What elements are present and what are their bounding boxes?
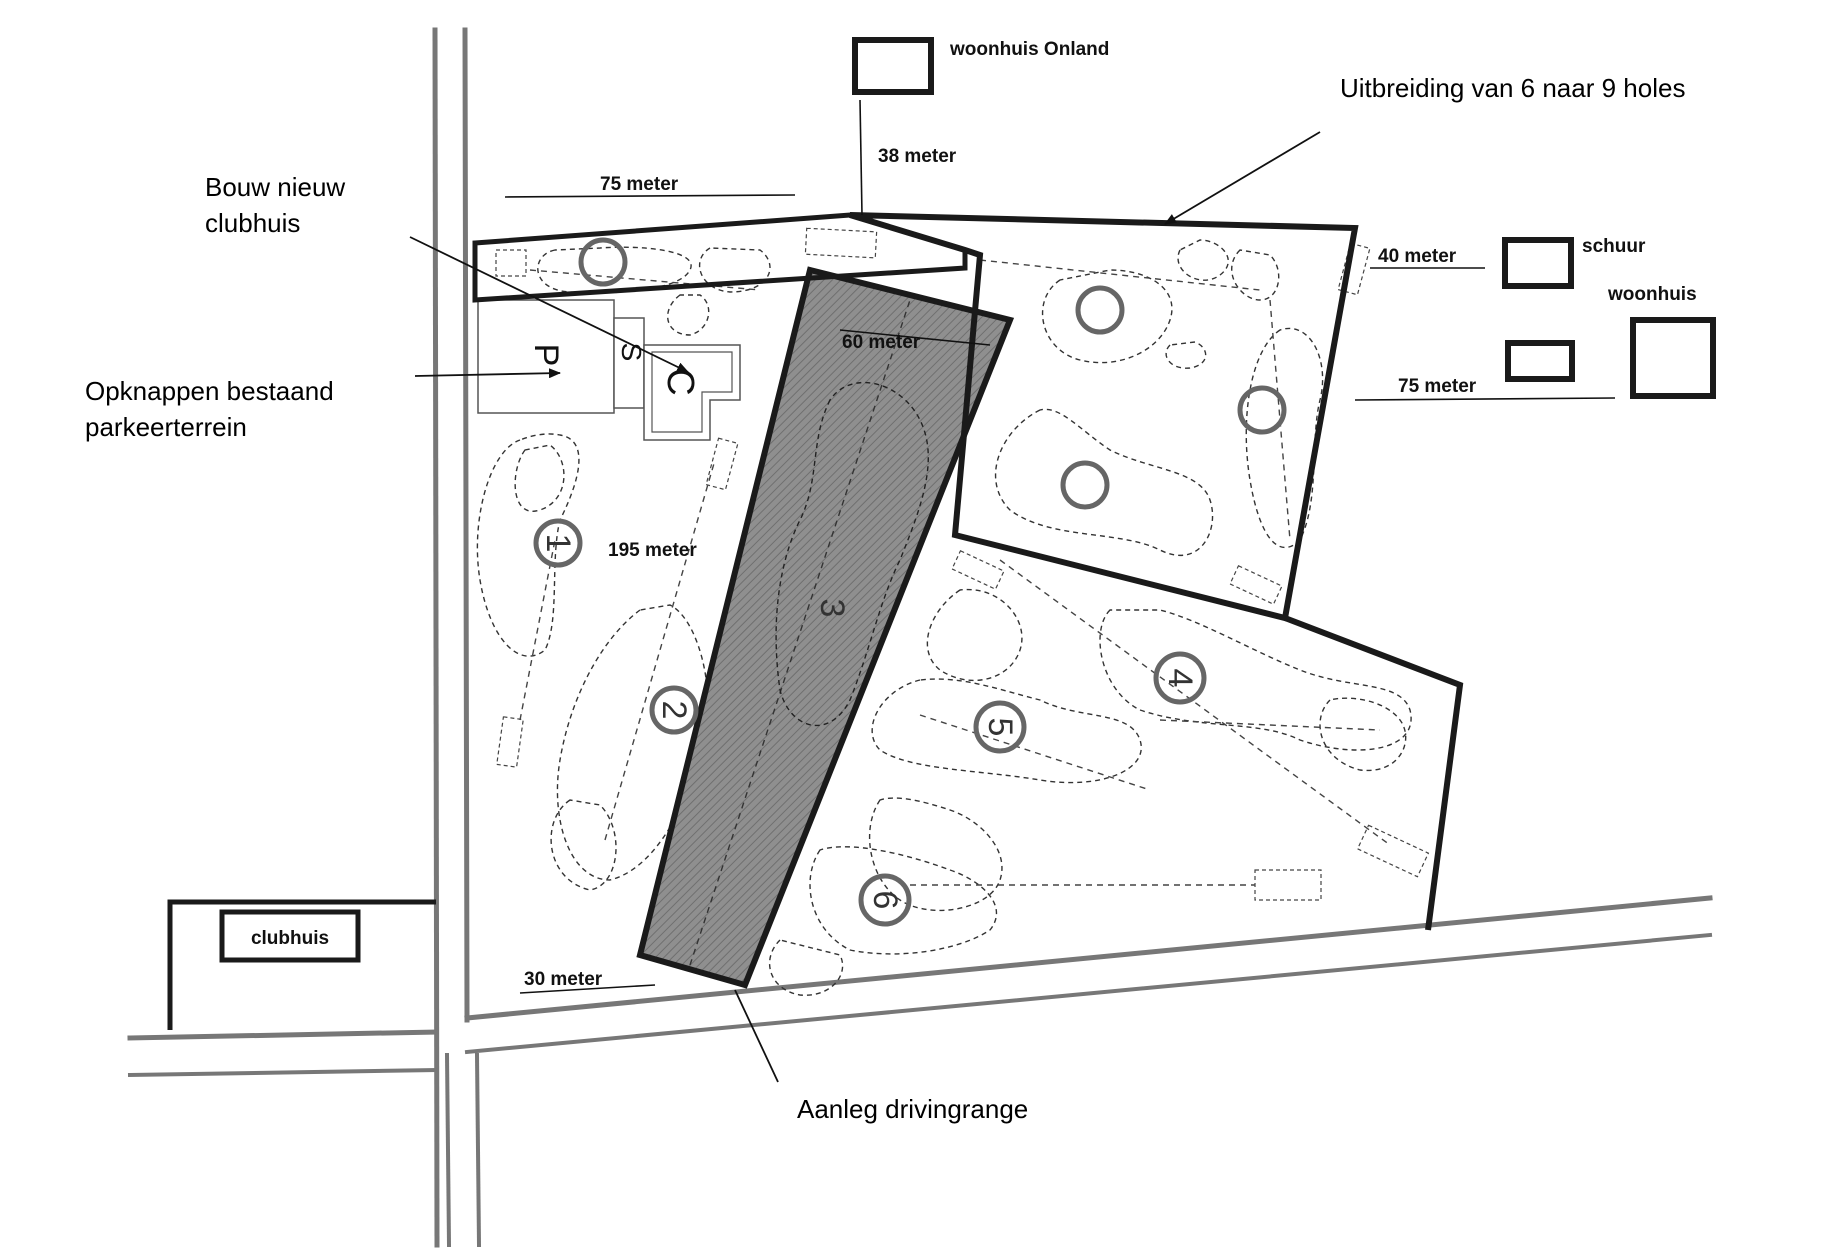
measure-75-right: 75 meter (1398, 376, 1477, 397)
annotation-driving-range: Aanleg drivingrange (797, 1094, 1028, 1124)
annotation-parking-1: Opknappen bestaand (85, 376, 334, 406)
hole-9-marker (1237, 385, 1287, 435)
arrow-expansion (1164, 131, 1321, 225)
svg-text:3: 3 (813, 599, 851, 618)
hole-3: 3 (813, 599, 851, 618)
schuur-building (1502, 237, 1574, 289)
hole-markers: 1 2 3 4 5 6 (533, 237, 1287, 927)
parking-area (477, 299, 615, 414)
annotation-parking-2: parkeerterrein (85, 412, 247, 442)
woonhuis-building (1630, 317, 1716, 399)
driving-range-centerline (689, 299, 911, 966)
arrow-parking (414, 368, 561, 379)
woonhuis-label: woonhuis (1607, 284, 1697, 305)
schuur-label: schuur (1582, 236, 1646, 257)
svg-text:2: 2 (655, 701, 693, 720)
new-clubhouse-footprint (643, 344, 741, 441)
annotation-expansion: Uitbreiding van 6 naar 9 holes (1340, 73, 1685, 103)
driving-range-target (775, 381, 929, 727)
old-clubhouse-building (219, 909, 361, 963)
woonhuis-onland-building (852, 37, 934, 95)
annotation-new-clubhouse-1: Bouw nieuw (205, 172, 345, 202)
woonhuis-onland-label: woonhuis Onland (949, 39, 1109, 60)
svg-text:6: 6 (866, 891, 904, 910)
hole-1: 1 (533, 518, 583, 568)
hole-4: 4 (1153, 651, 1207, 705)
measure-75-top: 75 meter (600, 174, 679, 195)
measurements: 75 meter 38 meter 40 meter 75 meter 60 m… (504, 99, 1616, 994)
hole-8-marker (1075, 285, 1125, 335)
expansion-boundary-strip (472, 212, 968, 303)
hole-2: 2 (649, 685, 699, 735)
hole-5: 5 (973, 700, 1027, 754)
arrow-new-clubhouse (409, 236, 689, 373)
hole-7-marker (578, 237, 628, 287)
new-clubhouse-inner (651, 351, 733, 433)
measure-40: 40 meter (1378, 246, 1457, 267)
annotations: Uitbreiding van 6 naar 9 holes Bouw nieu… (85, 73, 1685, 1124)
driving-range (636, 266, 1015, 989)
expansion-boundary-main (849, 212, 1359, 622)
svg-text:1: 1 (539, 534, 577, 553)
clubhouse-symbol: C (659, 368, 701, 395)
old-clubhouse-label: clubhuis (251, 928, 329, 949)
annotation-new-clubhouse-2: clubhuis (205, 208, 300, 238)
measure-60: 60 meter (842, 332, 921, 353)
parking-symbol: P (527, 344, 565, 367)
course-boundary-south (1283, 615, 1464, 931)
measure-195: 195 meter (608, 540, 697, 561)
svg-text:5: 5 (981, 718, 1019, 737)
roads (127, 27, 1713, 1248)
small-building (1505, 340, 1575, 382)
hole-10-marker (1060, 460, 1110, 510)
hole-6: 6 (858, 873, 912, 927)
measure-30: 30 meter (524, 969, 603, 990)
svg-text:4: 4 (1161, 669, 1199, 688)
line-driving-range (734, 989, 779, 1083)
old-clubhouse-lot (167, 899, 436, 1030)
measure-38: 38 meter (878, 146, 957, 167)
shop-area (613, 317, 645, 409)
